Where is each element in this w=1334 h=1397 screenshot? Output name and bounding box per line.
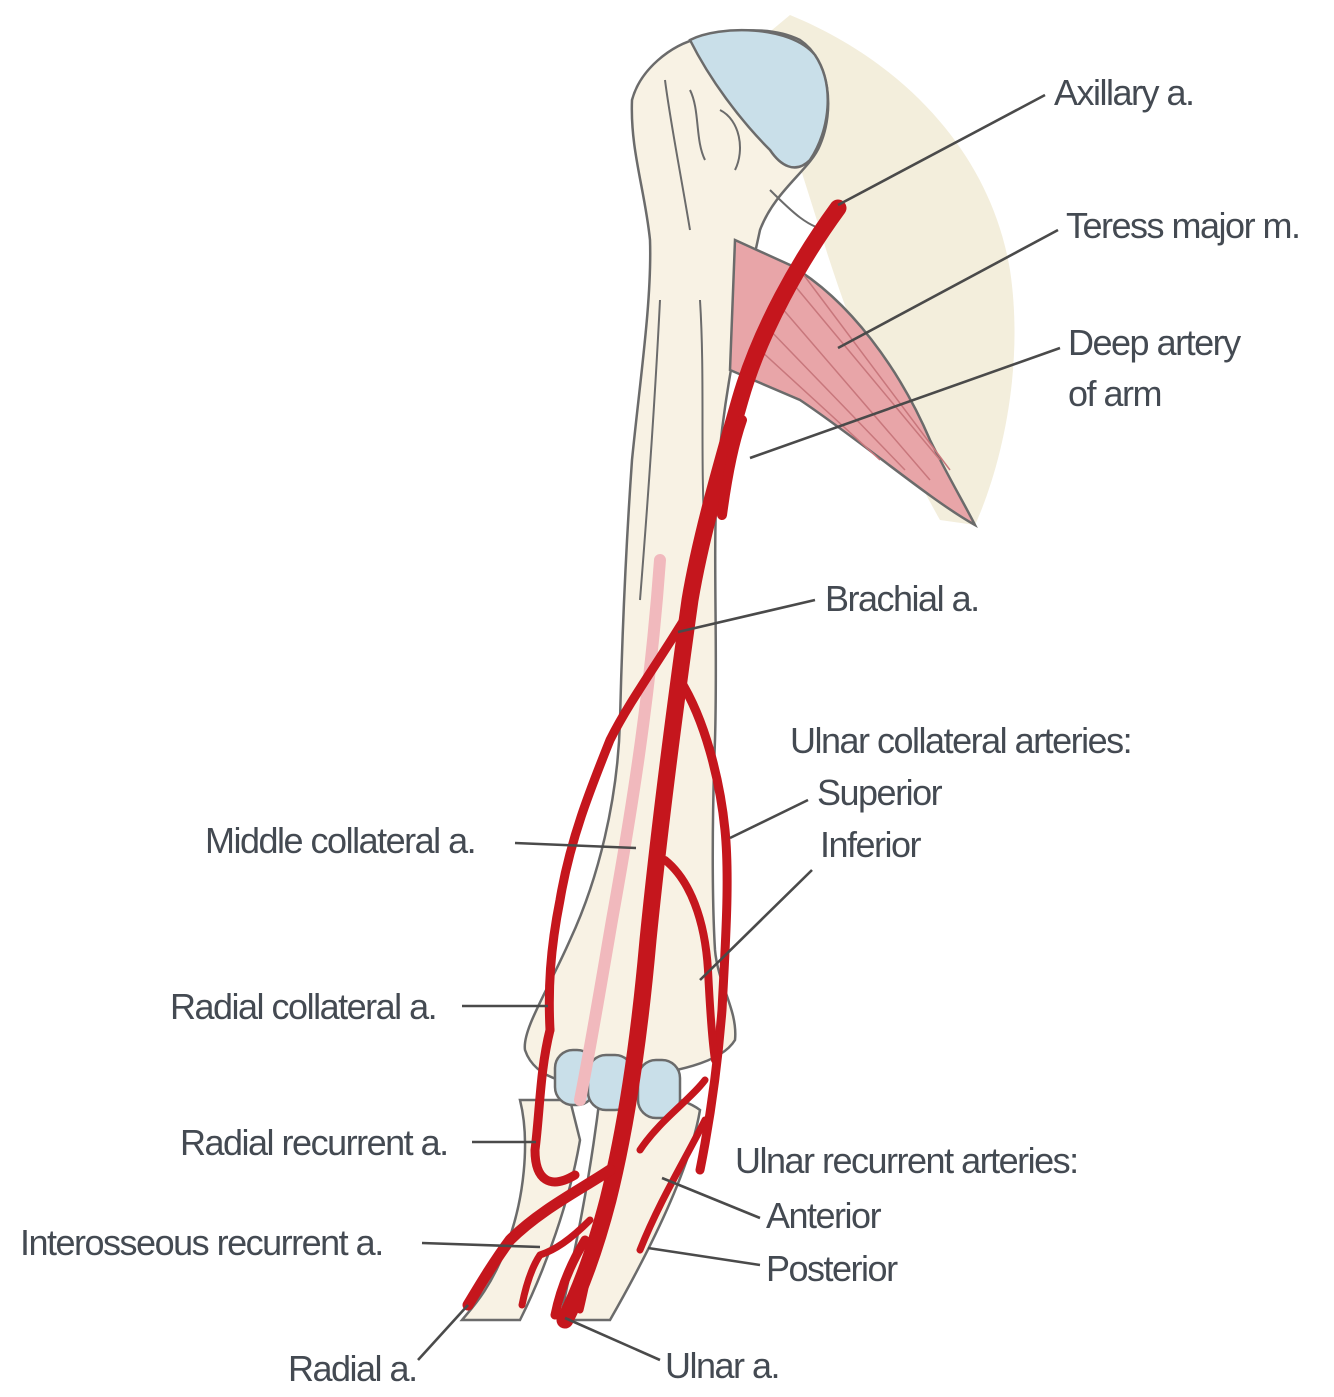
- leader-inferior: [700, 870, 812, 980]
- label-deep-artery-line2: of arm: [1068, 373, 1161, 414]
- label-axillary: Axillary a.: [1054, 72, 1194, 113]
- label-radial-collateral: Radial collateral a.: [170, 986, 436, 1027]
- label-posterior: Posterior: [766, 1248, 897, 1289]
- leader-radial: [418, 1305, 468, 1360]
- label-anterior: Anterior: [766, 1195, 880, 1236]
- label-teres-major: Teress major m.: [1066, 205, 1300, 246]
- label-superior: Superior: [817, 772, 941, 813]
- label-brachial: Brachial a.: [825, 578, 979, 619]
- leader-anterior: [662, 1178, 760, 1218]
- label-deep-artery-line1: Deep artery: [1068, 322, 1240, 363]
- label-radial-recurrent: Radial recurrent a.: [180, 1122, 448, 1163]
- leader-superior: [730, 800, 808, 838]
- label-ulnar-collateral-heading: Ulnar collateral arteries:: [790, 720, 1131, 761]
- label-ulnar: Ulnar a.: [665, 1345, 779, 1386]
- label-middle-collateral: Middle collateral a.: [205, 820, 475, 861]
- label-interosseous-recurrent: Interosseous recurrent a.: [20, 1222, 383, 1263]
- label-inferior: Inferior: [820, 824, 920, 865]
- humerus: [525, 30, 828, 1083]
- label-radial: Radial a.: [288, 1348, 417, 1389]
- label-ulnar-recurrent-heading: Ulnar recurrent arteries:: [735, 1140, 1078, 1181]
- leader-ulnar: [565, 1318, 660, 1360]
- elbow-cartilage: [555, 1050, 680, 1118]
- leader-posterior: [648, 1248, 760, 1265]
